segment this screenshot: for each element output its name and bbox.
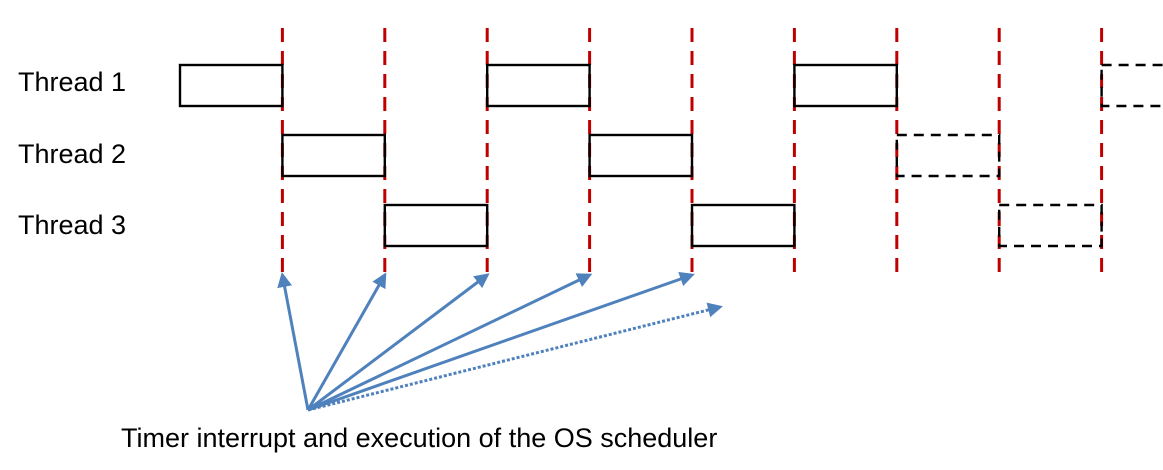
time-slices: [178, 63, 1163, 248]
thread-1-label: Thread 1: [18, 67, 127, 97]
time-slice-thread-1-slot-6: [793, 63, 899, 108]
interrupt-arrow-2: [306, 272, 387, 411]
time-slice-thread-1-slot-9: [1100, 63, 1163, 108]
time-slice-thread-2-slot-1: [281, 133, 386, 178]
time-slice-thread-1-slot-3: [486, 63, 591, 108]
thread-3-label: Thread 3: [18, 210, 127, 240]
interrupt-arrow-1: [277, 272, 310, 411]
thread-2-label: Thread 2: [18, 139, 127, 169]
time-slice-thread-3-slot-2: [383, 203, 489, 248]
time-slice-thread-3-slot-5: [690, 203, 796, 248]
scheduler-caption: Timer interrupt and execution of the OS …: [121, 423, 718, 453]
time-slice-thread-2-slot-4: [588, 133, 694, 178]
interrupt-arrow-6: [307, 302, 723, 412]
time-slice-thread-2-slot-7: [895, 133, 1001, 178]
time-slice-thread-3-slot-8: [998, 203, 1103, 248]
interrupt-arrow-5: [307, 271, 695, 412]
time-slice-thread-1-slot-0: [178, 63, 284, 108]
interrupt-arrow-3: [307, 273, 490, 412]
interrupt-arrow-4: [307, 273, 593, 412]
interrupt-arrows: [277, 271, 723, 412]
